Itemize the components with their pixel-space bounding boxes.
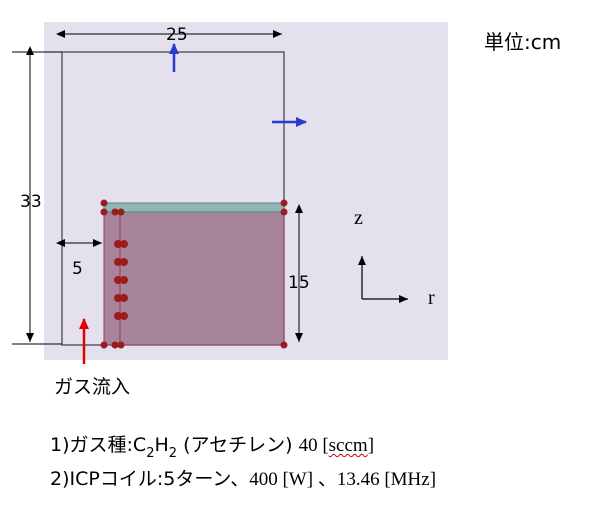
icp-coil-prefix: 2)ICPコイル:5ターン、: [50, 468, 250, 490]
boundary-points: [100, 199, 288, 349]
coil-height-dimension-label: 15: [288, 273, 310, 293]
top-plate: [103, 202, 285, 213]
condition-icp-coil: 2)ICPコイル:5ターン、400 [W] 、13.46 [MHz]: [50, 464, 436, 491]
formula-h: H: [154, 434, 169, 456]
icp-coil-turns: [114, 240, 128, 320]
condition-gas-type: 1)ガス種:C2H2 (アセチレン) 40 [sccm]: [50, 430, 375, 461]
unit-label: 単位:cm: [484, 30, 562, 54]
condition-gas-prefix: 1)ガス種:: [50, 434, 133, 456]
formula-h-subscript: 2: [168, 446, 178, 461]
gas-flow-unit: sccm: [328, 435, 368, 456]
icp-coil-power: 400 [W] 、13.46 [MHz]: [249, 469, 437, 490]
r-axis-label: r: [428, 287, 435, 309]
formula-c: C: [132, 434, 147, 456]
width-dimension-label: 25: [166, 25, 188, 45]
offset-dimension-label: 5: [72, 259, 83, 279]
gas-name: (アセチレン): [177, 434, 299, 456]
z-axis-label: z: [354, 207, 363, 229]
gas-inflow-label: ガス流入: [54, 376, 131, 398]
gas-flow-value: 40 [: [298, 435, 329, 456]
gas-flow-close: ]: [367, 435, 375, 456]
formula-c-subscript: 2: [146, 446, 155, 461]
height-dimension-label: 33: [20, 192, 42, 212]
plasma-region: [119, 211, 285, 346]
